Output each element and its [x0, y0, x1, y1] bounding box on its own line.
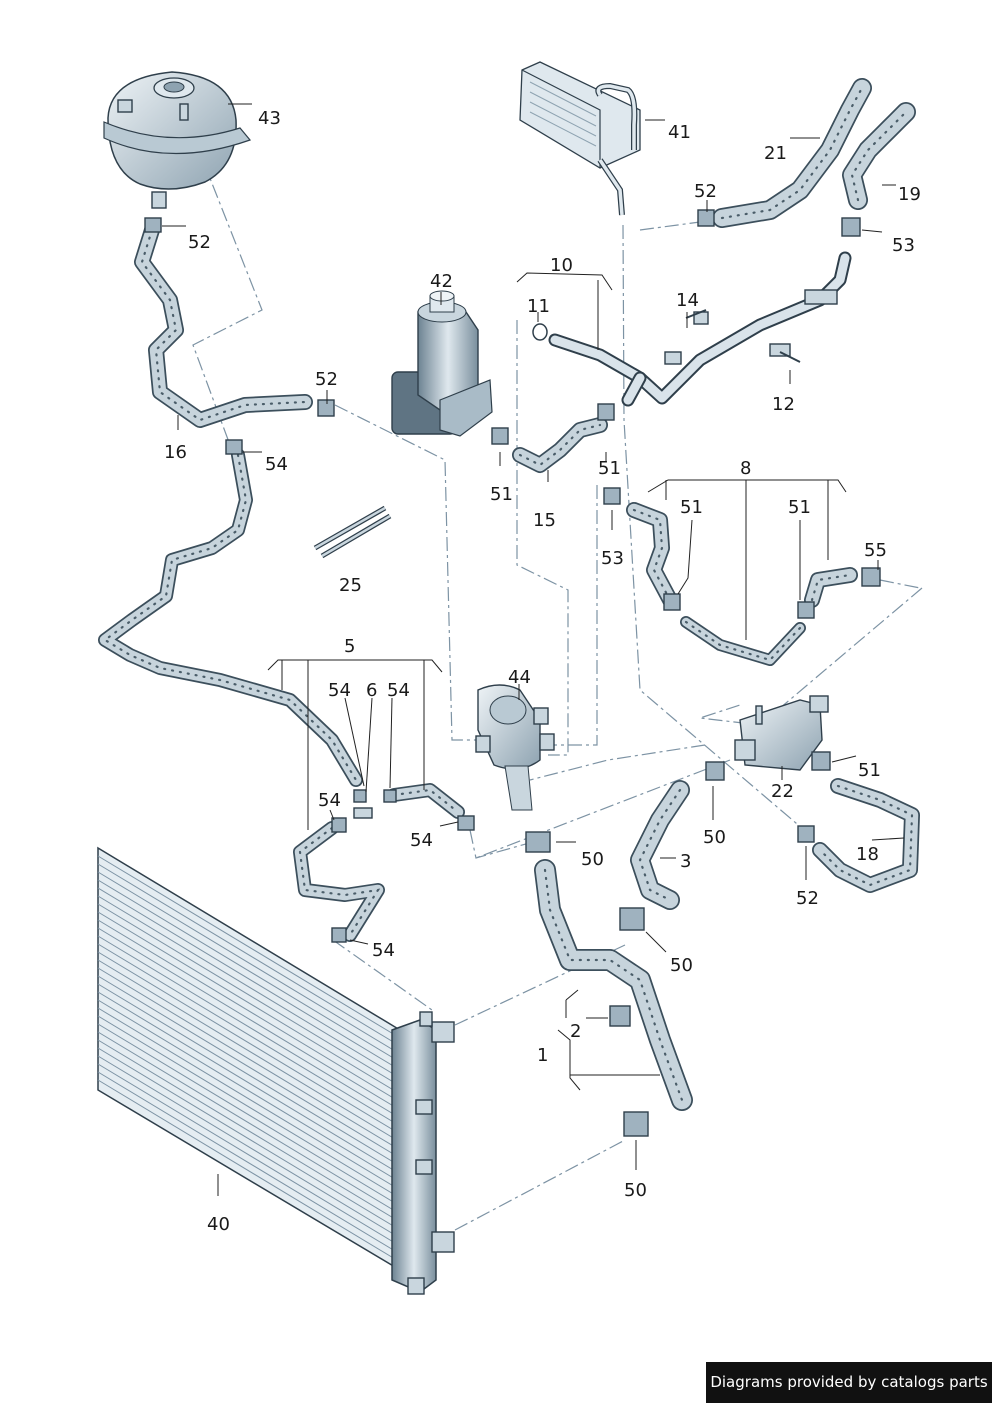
callout-10: 10: [550, 255, 573, 276]
hose-texture: [850, 110, 908, 202]
clamps: [144, 209, 881, 1137]
callout-21: 21: [764, 143, 787, 164]
callout-55: 55: [864, 540, 887, 561]
callout-51: 51: [788, 497, 811, 518]
callout-8: 8: [740, 458, 751, 479]
callout-53: 53: [601, 548, 624, 569]
callout-53: 53: [892, 235, 915, 256]
callout-52: 52: [694, 181, 717, 202]
hoses: [98, 78, 920, 1111]
oil-filter-housing: [391, 290, 493, 437]
hose-texture: [518, 423, 602, 467]
callout-41: 41: [668, 122, 691, 143]
coolant-pipe: [532, 251, 852, 407]
callout-44: 44: [508, 667, 531, 688]
callout-15: 15: [533, 510, 556, 531]
hose-body: [388, 784, 464, 818]
callout-18: 18: [856, 844, 879, 865]
callout-50: 50: [670, 955, 693, 976]
callout-52: 52: [796, 888, 819, 909]
hose-body: [631, 781, 689, 909]
callout-54: 54: [318, 790, 341, 811]
radiator: [97, 846, 455, 1295]
callout-12: 12: [772, 394, 795, 415]
callout-54: 54: [328, 680, 351, 701]
callout-40: 40: [207, 1214, 230, 1235]
callout-52: 52: [188, 232, 211, 253]
callout-54: 54: [387, 680, 410, 701]
thermostat-housing: [475, 684, 555, 811]
callout-51: 51: [598, 458, 621, 479]
callout-50: 50: [581, 849, 604, 870]
assembly-lines: [184, 114, 923, 1231]
callout-54: 54: [410, 830, 433, 851]
callout-22: 22: [771, 781, 794, 802]
hose-texture: [632, 508, 672, 602]
cable-ties: [313, 505, 392, 559]
coolant-flange: [734, 695, 829, 771]
hose-body: [805, 568, 857, 607]
leader-lines: [162, 103, 905, 1196]
callout-5: 5: [344, 636, 355, 657]
hose-texture: [720, 86, 864, 220]
hose-body: [135, 223, 312, 427]
callout-25: 25: [339, 575, 362, 596]
hose-texture: [103, 453, 358, 782]
callout-54: 54: [372, 940, 395, 961]
callout-1: 1: [537, 1045, 548, 1066]
callout-50: 50: [703, 827, 726, 848]
callout-2: 2: [570, 1021, 581, 1042]
callout-3: 3: [680, 851, 691, 872]
callout-52: 52: [315, 369, 338, 390]
credit-banner: Diagrams provided by catalogs parts: [706, 1362, 992, 1403]
callout-51: 51: [490, 484, 513, 505]
callout-42: 42: [430, 271, 453, 292]
callout-51: 51: [680, 497, 703, 518]
hose-texture: [638, 788, 682, 902]
hose-texture: [810, 573, 852, 602]
hose-body: [681, 617, 805, 665]
callout-16: 16: [164, 442, 187, 463]
callout-50: 50: [624, 1180, 647, 1201]
callout-labels: 43 52 16 52 54 42 10 11 14 12 41 21 52 1…: [164, 108, 921, 1235]
heater-core: [519, 61, 641, 216]
callout-54: 54: [265, 454, 288, 475]
hose-body: [813, 779, 919, 892]
hose-texture: [543, 868, 684, 1102]
hose-body: [99, 449, 362, 786]
expansion-tank: [103, 71, 252, 209]
callout-51: 51: [858, 760, 881, 781]
callout-43: 43: [258, 108, 281, 129]
callout-19: 19: [898, 184, 921, 205]
callout-6: 6: [366, 680, 377, 701]
hose-texture: [140, 228, 307, 422]
callout-11: 11: [527, 296, 550, 317]
callout-14: 14: [676, 290, 699, 311]
hose-texture: [298, 826, 381, 937]
